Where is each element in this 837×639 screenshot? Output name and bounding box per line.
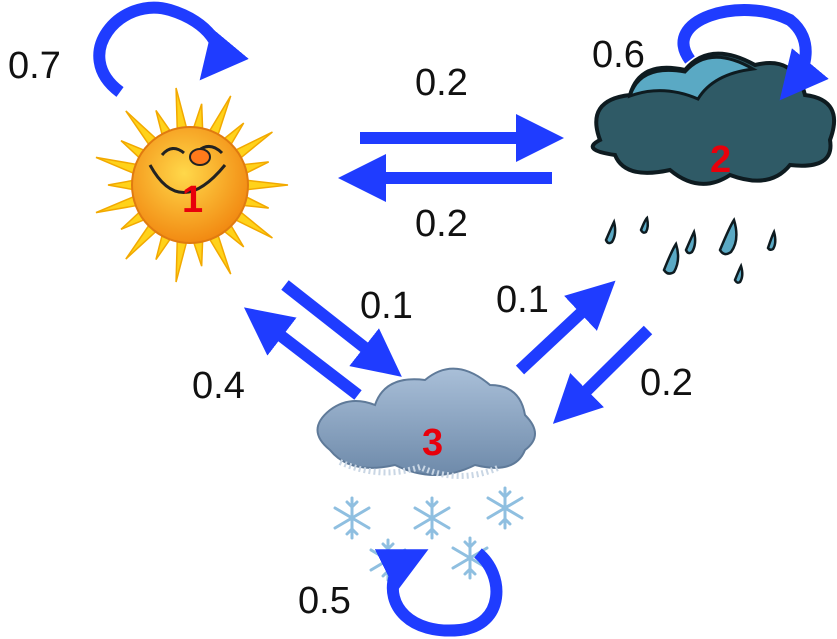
state-1-label: 1	[182, 179, 203, 221]
prob-3-to-1: 0.4	[192, 365, 245, 407]
prob-3-to-3: 0.5	[298, 580, 351, 622]
self-loop-arrow-2	[677, 4, 829, 101]
prob-1-to-3: 0.1	[360, 285, 413, 327]
self-loop-arrow-1	[93, 1, 249, 97]
sun-ray	[175, 237, 189, 283]
self-loop-arrow-3	[374, 548, 503, 637]
arrow-1-to-3	[281, 280, 402, 377]
sun-ray	[95, 194, 140, 214]
sun-ray	[95, 156, 140, 176]
rain-cloud-icon	[590, 51, 836, 284]
prob-2-to-3: 0.2	[640, 362, 693, 404]
prob-1-to-2: 0.2	[415, 62, 468, 104]
sun-icon	[95, 87, 289, 283]
prob-2-to-1: 0.2	[415, 203, 468, 245]
prob-3-to-2: 0.1	[496, 279, 549, 321]
state-2-label: 2	[710, 139, 731, 181]
prob-1-to-1: 0.7	[8, 45, 61, 87]
arrow-3-to-2	[515, 280, 616, 375]
sun-ray	[244, 179, 289, 191]
prob-2-to-2: 0.6	[592, 34, 645, 76]
snow-cloud-icon	[316, 367, 536, 582]
arrow-3-to-1	[243, 307, 362, 400]
state-3-label: 3	[422, 422, 443, 464]
sun-ray	[175, 87, 189, 133]
arrow-2-to-3	[552, 325, 653, 424]
